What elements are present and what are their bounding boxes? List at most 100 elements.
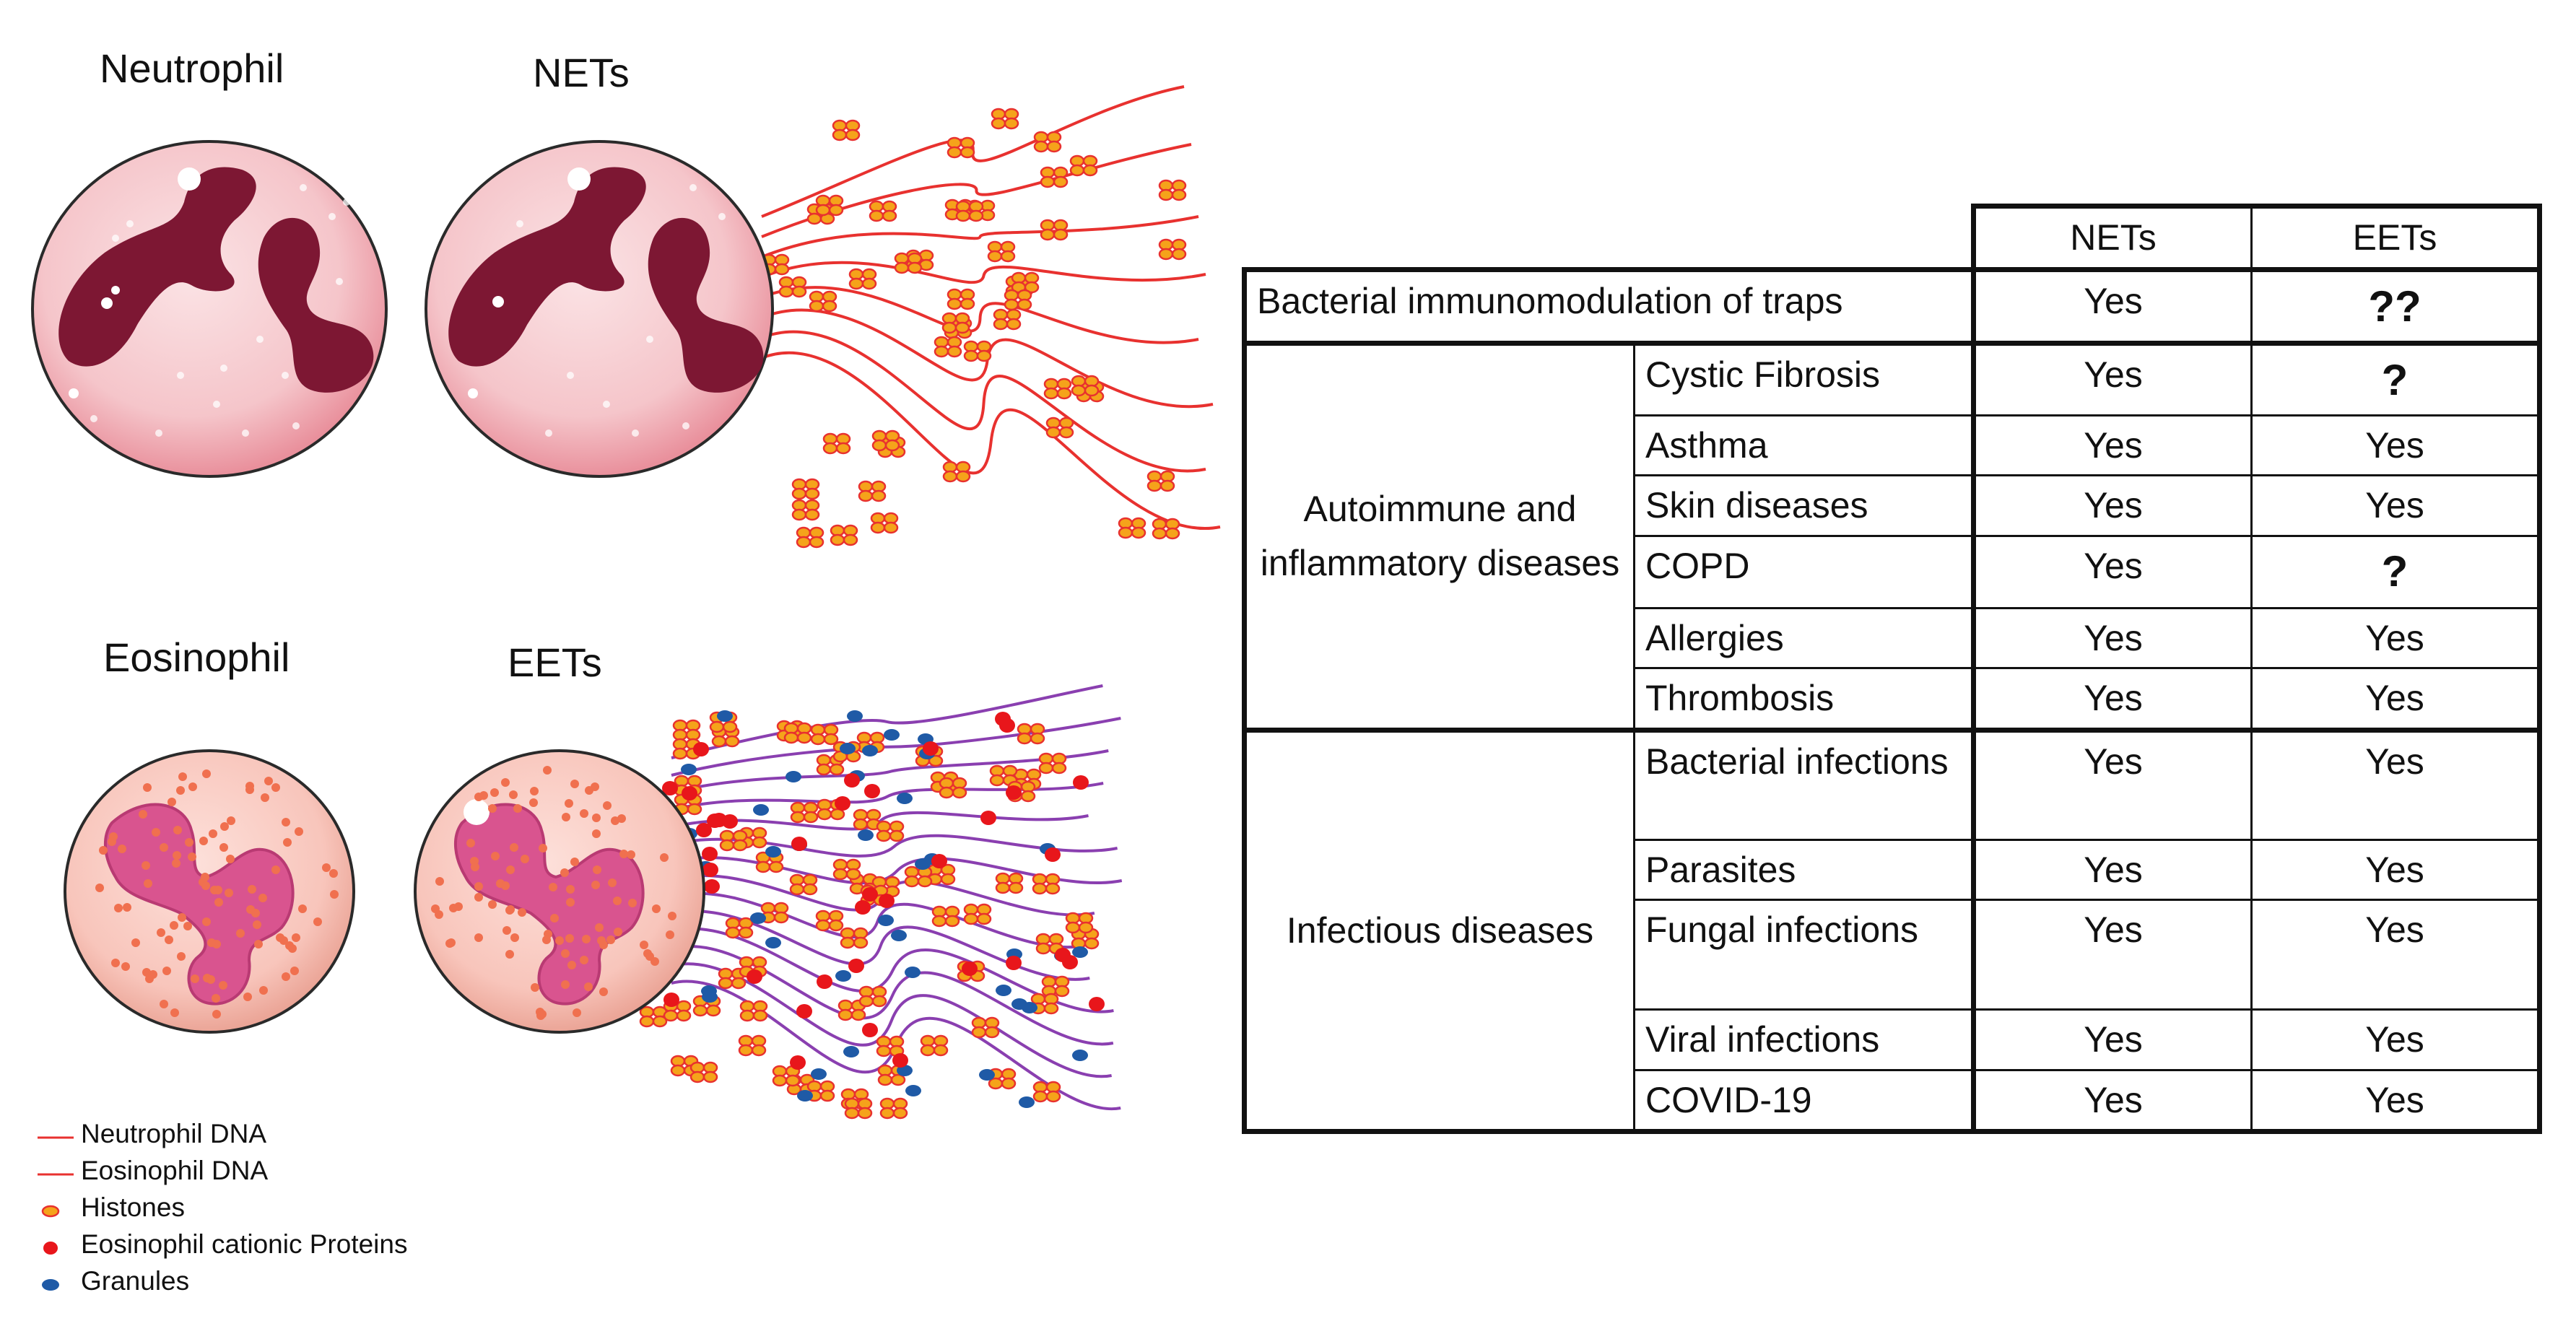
histone-cluster (672, 719, 701, 741)
histone-cluster (858, 480, 887, 502)
eet-particles (639, 710, 1105, 1120)
header-eets: EETs (2250, 204, 2542, 272)
disease-name: Parasites (1633, 838, 1975, 901)
eosinophil-granule (505, 906, 514, 915)
cationic-protein-dot (790, 1055, 806, 1070)
eosinophil-granule (570, 858, 579, 866)
eosinophil-granule (506, 865, 515, 874)
header-nets: NETs (1971, 204, 2253, 272)
cell-nets: Yes (1971, 1008, 2253, 1071)
eosinophil-granule (322, 863, 331, 872)
table-row: Asthma Yes Yes (1245, 414, 2542, 476)
disease-name: Skin diseases (1633, 474, 1975, 537)
cell-eets: Yes (2250, 838, 2542, 901)
granule-dot (862, 745, 878, 756)
histone-cluster (848, 268, 877, 290)
histone-cluster (790, 801, 819, 824)
eosinophil-granule (283, 838, 292, 847)
histone-cluster (1033, 131, 1062, 153)
eosinophil-granule (561, 980, 570, 989)
eosinophil-granule (488, 900, 497, 909)
eosinophil-granule (167, 798, 176, 806)
eosinophil-granule (245, 782, 254, 790)
eosinophil-granule (570, 780, 579, 788)
cell-nets: Yes (1971, 899, 2253, 1011)
eosinophil-granule (142, 861, 150, 870)
eosinophil-granule (501, 778, 510, 787)
granule-dot (765, 846, 781, 858)
histone-cluster (993, 308, 1022, 331)
cell-nets: Yes (1971, 728, 2253, 841)
histone-cluster (822, 432, 851, 455)
histone-cluster (987, 240, 1016, 263)
histone-cluster (1118, 517, 1146, 539)
cationic-protein-dot (864, 784, 880, 798)
histone-cluster (853, 808, 882, 831)
eosinophil-granule (555, 936, 564, 945)
cationic-protein-dot (962, 961, 978, 976)
eosinophil-granule (165, 935, 173, 944)
eosinophil-granule (628, 899, 637, 907)
cell-eets: Yes (2250, 606, 2542, 669)
cell-eets: Yes (2250, 899, 2542, 1011)
eosinophil-granule (177, 952, 186, 961)
cationic-protein-dot (999, 718, 1015, 733)
granule-dot (765, 937, 781, 948)
eosinophil-granule (509, 790, 518, 799)
eosinophil-granule (595, 923, 604, 932)
eosinophil-granule (614, 928, 622, 936)
eosinophil-granule (176, 786, 185, 795)
histone-cluster (947, 288, 975, 310)
histone-cluster (1045, 416, 1074, 439)
cell-eets: Yes (2250, 414, 2542, 476)
granule-dot (681, 764, 697, 775)
cell-nets: Yes (1971, 667, 2253, 733)
eosinophil-granule (510, 843, 518, 852)
eosinophil-granule (561, 949, 570, 958)
eosinophil-granule (501, 881, 510, 890)
red-dot-icon (43, 1242, 58, 1255)
cationic-protein-dot (696, 823, 712, 837)
disease-name: Fungal infections (1633, 899, 1975, 1011)
disease-name: Viral infections (1633, 1008, 1975, 1071)
eosinophil-granule (209, 829, 217, 838)
histone-cluster (810, 723, 839, 746)
table-row: Autoimmune and inflammatory diseases Cys… (1242, 340, 2542, 733)
eet-dna-fiber (671, 749, 1109, 794)
eosinophil-granule (279, 936, 288, 945)
cationic-protein-dot (835, 796, 850, 811)
cell-nets: Yes (1971, 474, 2253, 537)
eosinophil-granule (170, 921, 178, 930)
cell-eets: Yes (2250, 728, 2542, 841)
eosinophil-granule (542, 935, 551, 944)
disease-name: Bacterial infections (1633, 728, 1975, 841)
disease-name: COVID-19 (1633, 1068, 1975, 1134)
cationic-protein-dot (931, 854, 947, 868)
eosinophil-granule (560, 868, 569, 877)
table-row: Allergies Yes Yes (1245, 606, 2542, 669)
net-dna-fiber (761, 286, 1199, 344)
eosinophil-granule (143, 783, 152, 792)
eosinophil-granule (152, 828, 160, 837)
eosinophil-granule (518, 908, 526, 917)
histone-cluster (689, 1061, 718, 1083)
eosinophil-granule (253, 920, 261, 929)
cationic-protein-dot (862, 887, 878, 902)
eosinophil-granule (144, 879, 152, 888)
eosinophil-granule (271, 783, 280, 792)
histone-cluster (830, 524, 858, 546)
blue-granule-icon (42, 1279, 59, 1291)
cationic-protein-dot (844, 773, 860, 788)
table-row: Skin diseases Yes Yes (1245, 474, 2542, 537)
eosinophil-granule (603, 801, 612, 810)
eets-label: EETs (508, 640, 602, 685)
eosinophil-granule (539, 844, 547, 852)
histone-cluster (870, 512, 899, 534)
eosinophil-granule (479, 791, 488, 800)
histone-cluster (1038, 752, 1067, 775)
granule-dot (717, 710, 733, 722)
histone-cluster (738, 1034, 767, 1057)
cell-nets: Yes (1971, 1068, 2253, 1134)
eosinophil-granule (530, 787, 539, 795)
